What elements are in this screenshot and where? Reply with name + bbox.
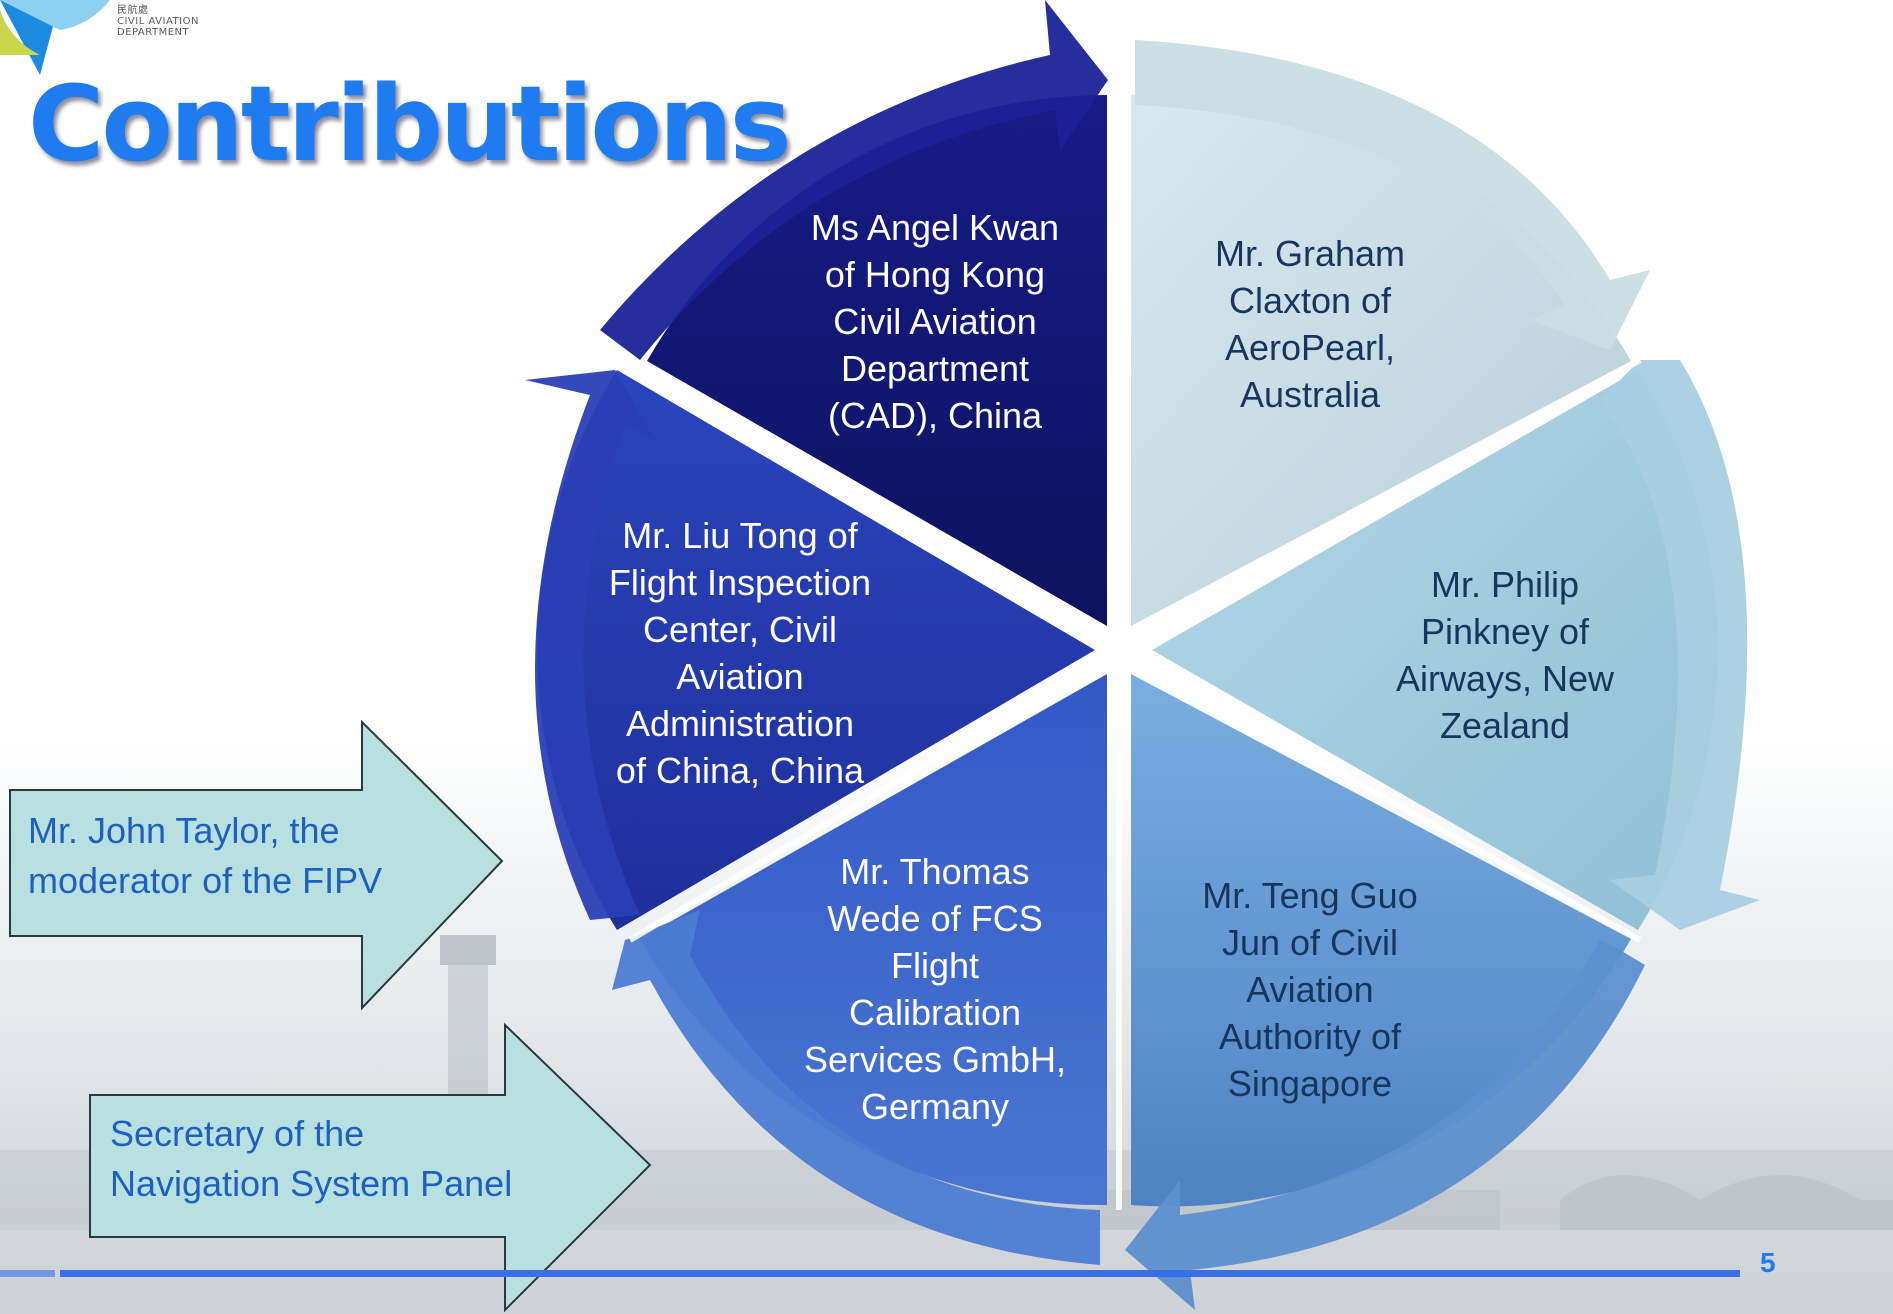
logo-line-3: DEPARTMENT: [117, 27, 190, 38]
wedge-line: Civil Aviation: [833, 301, 1037, 342]
wedge-line: Wede of FCS: [827, 898, 1043, 939]
wedge-label-top-right: Mr. Graham Claxton of AeroPearl, Austral…: [1160, 230, 1460, 418]
cad-logo: [0, 0, 110, 75]
wedge-label-bottom-left: Mr. Thomas Wede of FCS Flight Calibratio…: [775, 848, 1095, 1130]
callout-line: moderator of the FIPV: [28, 860, 383, 901]
wedge-right: [1152, 370, 1718, 930]
callout-moderator: Mr. John Taylor, the moderator of the FI…: [28, 806, 428, 906]
wedge-label-left: Mr. Liu Tong of Flight Inspection Center…: [580, 512, 900, 794]
logo-line-2: CIVIL AVIATION: [117, 16, 199, 27]
wedge-line: Authority of: [1218, 1016, 1402, 1057]
wedge-line: of Hong Kong: [824, 254, 1046, 295]
wedge-line: Calibration: [848, 992, 1022, 1033]
wedge-line: Australia: [1239, 374, 1381, 415]
wedge-line: Mr. Thomas: [840, 851, 1030, 892]
footer-line: [0, 1270, 1740, 1277]
wedge-line: Services GmbH,: [803, 1039, 1067, 1080]
wedge-line: Germany: [860, 1086, 1010, 1127]
arrow-top: [600, 0, 1108, 360]
wedge-line: Pinkney of: [1420, 611, 1590, 652]
wedge-line: Ms Angel Kwan: [810, 207, 1060, 248]
callout-line: Secretary of the: [110, 1113, 365, 1154]
wedge-line: Flight: [890, 945, 980, 986]
wedge-line: Airways, New: [1395, 658, 1615, 699]
wedge-line: Mr. Teng Guo: [1202, 875, 1418, 916]
wedge-line: Administration: [625, 703, 855, 744]
callout-line: Mr. John Taylor, the: [28, 810, 340, 851]
wedge-line: of China, China: [615, 750, 865, 791]
arrow-left: [525, 370, 655, 920]
page-number: 5: [1760, 1247, 1776, 1278]
wedge-line: Zealand: [1439, 705, 1571, 746]
logo-line-1: 民航處: [117, 5, 149, 16]
arrow-top-right: [1135, 40, 1650, 350]
logo-text: 民航處 CIVIL AVIATION DEPARTMENT: [117, 5, 199, 38]
wedge-line: Claxton of: [1228, 280, 1392, 321]
wedge-line: Center, Civil: [642, 609, 838, 650]
callout-arrow-2: [89, 1022, 652, 1313]
arrow-bottom-left: [612, 910, 1100, 1265]
callout-arrow-1: [9, 719, 504, 1011]
wedge-line: Aviation: [1246, 969, 1374, 1010]
wedge-line: Mr. Liu Tong of: [622, 515, 858, 556]
arrow-right: [1600, 360, 1760, 930]
wedge-left: [537, 370, 1095, 930]
wedge-label-top-left: Ms Angel Kwan of Hong Kong Civil Aviatio…: [775, 204, 1095, 439]
wedge-line: Department: [840, 348, 1030, 389]
wedge-line: Flight Inspection: [608, 562, 872, 603]
wedge-line: Aviation: [676, 656, 804, 697]
wedge-line: Singapore: [1227, 1063, 1393, 1104]
wedge-label-bottom-right: Mr. Teng Guo Jun of Civil Aviation Autho…: [1160, 872, 1460, 1107]
arrow-bottom-right: [1125, 940, 1645, 1310]
callout-line: Navigation System Panel: [110, 1163, 513, 1204]
callout-secretary: Secretary of the Navigation System Panel: [110, 1109, 550, 1209]
wedge-line: Jun of Civil: [1221, 922, 1399, 963]
wedge-line: Mr. Graham: [1214, 233, 1406, 274]
cycle-diagram: [525, 0, 1760, 1310]
wedge-line: (CAD), China: [827, 395, 1043, 436]
wedge-label-right: Mr. Philip Pinkney of Airways, New Zeala…: [1350, 561, 1660, 749]
slide-title: Contributions: [28, 63, 792, 185]
wedge-line: Mr. Philip: [1430, 564, 1580, 605]
wedge-line: AeroPearl,: [1224, 327, 1396, 368]
